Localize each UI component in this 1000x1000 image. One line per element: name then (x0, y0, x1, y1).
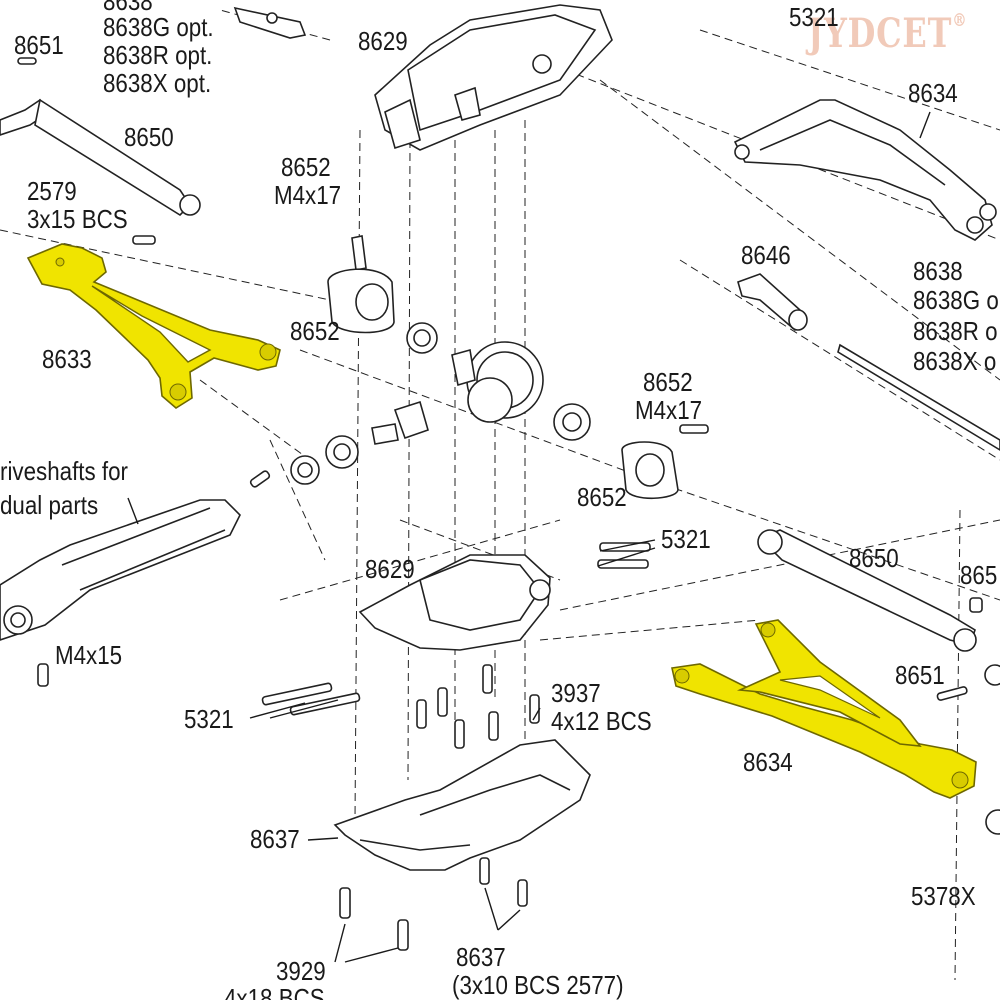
label-part-8629-mid: 8629 (365, 554, 415, 584)
label-part-3929: 3929 (276, 956, 326, 986)
label-driveshafts-note-line2: dual parts (0, 490, 99, 520)
label-driveshafts-note-line1: riveshafts for (0, 456, 128, 486)
label-part-8638g-top: 8638G opt. (103, 12, 214, 42)
label-part-8634-top: 8634 (908, 78, 958, 108)
label-part-5321-low: 5321 (184, 704, 234, 734)
label-3x10-bcs-2577: (3x10 BCS 2577) (452, 970, 624, 1000)
label-part-8651-top: 8651 (14, 30, 64, 60)
label-part-8638-top: 8638 (103, 0, 153, 16)
label-m4x17-a: M4x17 (274, 180, 342, 210)
label-part-8634-low: 8634 (743, 747, 793, 777)
label-part-8646: 8646 (741, 240, 791, 270)
label-3x15-bcs: 3x15 BCS (27, 204, 128, 234)
label-part-5321-top: 5321 (789, 2, 839, 32)
label-part-8650-mid: 8650 (849, 543, 899, 573)
label-part-8638x-right: 8638X o (913, 346, 997, 376)
label-m4x15: M4x15 (55, 640, 123, 670)
label-part-5321-mid: 5321 (661, 524, 711, 554)
label-part-8652-b: 8652 (290, 316, 340, 346)
watermark-text: JYDCET (808, 10, 953, 57)
highlighted-a-arm-8634 (671, 619, 977, 799)
label-part-5378x: 5378X (911, 881, 976, 911)
label-part-2579: 2579 (27, 176, 77, 206)
label-part-8638x-top: 8638X opt. (103, 68, 212, 98)
label-part-8629-top: 8629 (358, 26, 408, 56)
label-part-8650-top: 8650 (124, 122, 174, 152)
label-part-8633: 8633 (42, 344, 92, 374)
label-4x18-bcs: 4x18 BCS (224, 983, 325, 1000)
label-part-8638-right: 8638 (913, 256, 963, 286)
label-part-8637-a: 8637 (250, 824, 300, 854)
registered-mark: ® (952, 10, 968, 31)
highlighted-a-arm-8633 (26, 243, 281, 409)
label-part-8638g-right: 8638G o (913, 285, 999, 315)
label-part-8638r-right: 8638R o (913, 316, 998, 346)
label-part-8638r-top: 8638R opt. (103, 40, 213, 70)
label-part-8637-b: 8637 (456, 942, 506, 972)
label-part-8652-c: 8652 (643, 367, 693, 397)
label-4x12-bcs: 4x12 BCS (551, 706, 652, 736)
label-part-865-right: 865 (960, 560, 998, 590)
label-part-3937: 3937 (551, 678, 601, 708)
watermark-logo: JYDCET® (808, 10, 967, 57)
callout-lines (127, 111, 931, 963)
label-part-8651-right: 8651 (895, 660, 945, 690)
label-m4x17-c: M4x17 (635, 395, 703, 425)
parts-line-art (0, 4, 1000, 951)
label-part-8652-a: 8652 (281, 152, 331, 182)
label-part-8652-d: 8652 (577, 482, 627, 512)
